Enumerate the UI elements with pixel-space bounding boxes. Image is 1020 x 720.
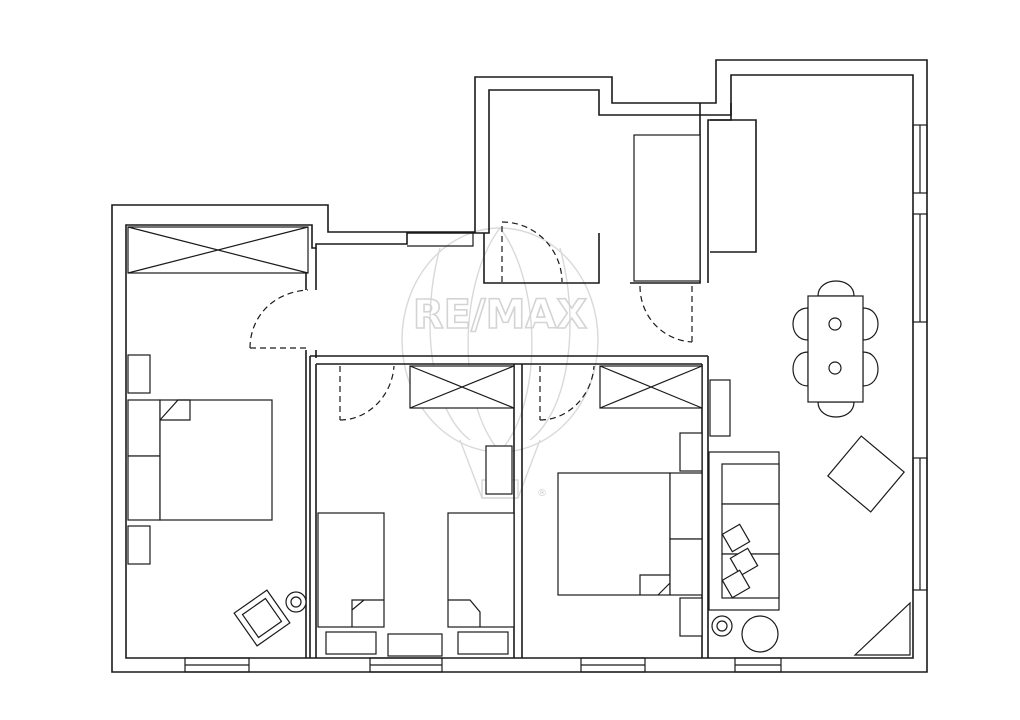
right-bedroom-nightstand-bottom bbox=[679, 597, 703, 637]
living-corner-shelf bbox=[853, 601, 911, 656]
middle-bedroom-nightstand-right bbox=[457, 631, 509, 655]
dining-set bbox=[792, 280, 879, 418]
sofa-cushions bbox=[721, 523, 759, 599]
left-bedroom-nightstand-top bbox=[127, 354, 151, 394]
right-bedroom-door-swing bbox=[539, 365, 595, 421]
bathroom-area bbox=[501, 134, 701, 343]
utility-door-swing bbox=[639, 285, 693, 343]
living-side-table-round bbox=[741, 615, 779, 653]
dining-table bbox=[807, 295, 864, 403]
remax-watermark: RE/MAX ® bbox=[401, 227, 599, 499]
living-coffee-table bbox=[826, 435, 906, 513]
left-bedroom-headboard-lower bbox=[127, 455, 161, 521]
middle-bedroom-desk bbox=[485, 445, 513, 495]
left-bedroom bbox=[127, 226, 309, 647]
left-bedroom-nightstand-bottom bbox=[127, 525, 151, 565]
utility-cabinet bbox=[633, 134, 701, 282]
middle-bedroom-bed-left bbox=[317, 512, 385, 628]
watermark-registered-mark: ® bbox=[537, 488, 547, 499]
living-area bbox=[708, 280, 911, 656]
left-bedroom-headboard-upper bbox=[127, 399, 161, 457]
left-bedroom-door-swing bbox=[249, 289, 309, 349]
right-bedroom-headboard-lower bbox=[669, 538, 703, 596]
left-bedroom-side-table bbox=[285, 591, 307, 613]
middle-bedroom bbox=[317, 365, 515, 657]
left-bedroom-armchair bbox=[233, 589, 291, 647]
middle-bedroom-door-swing bbox=[339, 365, 395, 421]
middle-bedroom-dresser bbox=[387, 633, 443, 657]
middle-bedroom-nightstand-left bbox=[325, 631, 377, 655]
watermark-brand: RE/MAX bbox=[413, 292, 587, 338]
right-bedroom-bed bbox=[557, 472, 671, 596]
right-bedroom-headboard-upper bbox=[669, 472, 703, 540]
living-console bbox=[709, 379, 731, 437]
bathroom-door-swing bbox=[501, 221, 563, 283]
living-side-table-small bbox=[711, 615, 733, 637]
windows bbox=[184, 124, 928, 673]
middle-bedroom-bed-right bbox=[447, 512, 515, 628]
right-bedroom bbox=[539, 365, 703, 637]
left-bedroom-bed bbox=[159, 399, 273, 521]
right-bedroom-nightstand-top bbox=[679, 432, 703, 472]
